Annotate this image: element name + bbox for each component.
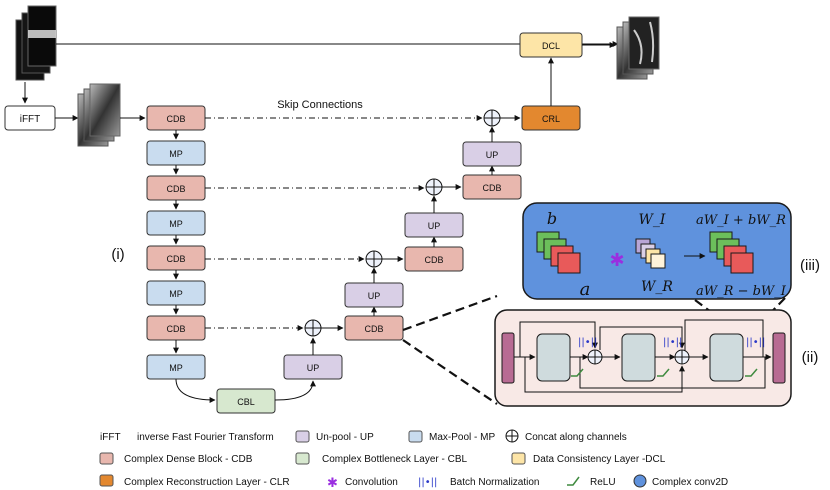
svg-text:CDB: CDB xyxy=(166,114,185,124)
batch-norm-icon: ||•|| xyxy=(578,337,597,348)
svg-text:MP: MP xyxy=(169,289,183,299)
reconstructed-output-image xyxy=(616,16,660,80)
svg-text:CDB: CDB xyxy=(166,324,185,334)
legend-relu: ReLU xyxy=(590,477,616,488)
legend-concat-icon xyxy=(505,429,519,443)
mp-block-3: MP xyxy=(146,280,206,306)
legend-cdb-swatch xyxy=(99,452,114,465)
ifft-block: iFFT xyxy=(4,105,56,131)
legend-complex-conv-swatch xyxy=(633,474,647,488)
cdb-block-dec1: CDB xyxy=(344,315,404,341)
cdb-block-dec3: CDB xyxy=(462,174,522,200)
relu-icon xyxy=(745,368,758,377)
svg-text:DCL: DCL xyxy=(542,41,560,51)
batch-norm-icon: ||•|| xyxy=(663,337,682,348)
mp-block-4: MP xyxy=(146,354,206,380)
svg-text:CDB: CDB xyxy=(364,324,383,334)
concat-node-2 xyxy=(365,250,383,268)
svg-text:MP: MP xyxy=(169,219,183,229)
legend-concat: Concat along channels xyxy=(525,432,627,443)
convolution-star-icon: ✱ xyxy=(609,250,624,271)
weight-wr-symbol: W_R xyxy=(641,279,673,295)
svg-text:CBL: CBL xyxy=(237,397,255,407)
svg-text:iFFT: iFFT xyxy=(20,114,41,125)
svg-text:UP: UP xyxy=(428,221,441,231)
section-label-ii: (ii) xyxy=(802,349,819,366)
legend-ifft-text: inverse Fast Fourier Transform xyxy=(137,432,274,443)
svg-text:CDB: CDB xyxy=(482,183,501,193)
legend-crl-swatch xyxy=(99,474,114,487)
output-real-formula: aW_I + bW_R xyxy=(696,213,786,228)
svg-text:CDB: CDB xyxy=(166,254,185,264)
legend-bn: Batch Normalization xyxy=(450,477,539,488)
concat-node-4 xyxy=(483,109,501,127)
up-block-2: UP xyxy=(344,282,404,308)
legend-ifft-key: iFFT xyxy=(100,432,121,443)
concat-node-1 xyxy=(304,319,322,337)
relu-icon xyxy=(657,368,670,377)
section-label-iii: (iii) xyxy=(800,257,820,274)
legend-dcl-swatch xyxy=(511,452,526,465)
output-imag-formula: aW_R − bW_I xyxy=(696,284,787,299)
legend-dcl: Data Consistency Layer -DCL xyxy=(533,454,666,465)
batch-norm-icon: ||•|| xyxy=(746,337,765,348)
weight-wi-symbol: W_I xyxy=(639,212,666,228)
legend-batch-norm-icon: ||•|| xyxy=(418,477,437,488)
svg-text:CDB: CDB xyxy=(166,184,185,194)
input-a-symbol: a xyxy=(580,279,591,300)
legend-cconv: Complex conv2D xyxy=(652,477,728,488)
mp-block-1: MP xyxy=(146,140,206,166)
concat-node-3 xyxy=(425,178,443,196)
svg-text:UP: UP xyxy=(368,291,381,301)
zero-filled-image xyxy=(77,83,121,147)
svg-text:MP: MP xyxy=(169,363,183,373)
legend-convolution-icon: ✱ xyxy=(327,476,338,490)
crl-block: CRL xyxy=(521,105,581,131)
cdb-block-enc3: CDB xyxy=(146,245,206,271)
svg-text:UP: UP xyxy=(486,150,499,160)
kspace-input-image xyxy=(15,5,57,81)
legend-maxpool: Max-Pool - MP xyxy=(429,432,495,443)
legend-conv: Convolution xyxy=(345,477,398,488)
svg-text:UP: UP xyxy=(307,363,320,373)
legend-unpool-swatch xyxy=(295,430,310,443)
up-block-4: UP xyxy=(462,141,522,167)
svg-text:MP: MP xyxy=(169,149,183,159)
skip-connections xyxy=(205,115,483,331)
legend: iFFT inverse Fast Fourier Transform Un-p… xyxy=(99,429,728,490)
cdb-block-enc4: CDB xyxy=(146,315,206,341)
cdb-block-enc1: CDB xyxy=(146,105,206,131)
cbl-block: CBL xyxy=(216,388,276,414)
input-b-symbol: b xyxy=(547,209,557,228)
up-block-3: UP xyxy=(404,212,464,238)
svg-text:CRL: CRL xyxy=(542,114,560,124)
dcl-block: DCL xyxy=(519,32,583,58)
section-label-i: (i) xyxy=(111,246,124,263)
dense-block-panel: ||•|| ||•|| ||•|| xyxy=(494,309,792,407)
legend-cbl-swatch xyxy=(295,452,310,465)
complex-conv-panel: b a ✱ W_I W_R aW_I + bW_R aW_R − bW_I xyxy=(522,202,792,300)
legend-crl: Complex Reconstruction Layer - CLR xyxy=(124,477,290,488)
cdb-block-dec2: CDB xyxy=(404,246,464,272)
cdb-block-enc2: CDB xyxy=(146,175,206,201)
legend-cbl: Complex Bottleneck Layer - CBL xyxy=(322,454,468,465)
up-block-1: UP xyxy=(283,354,343,380)
legend-cdb: Complex Dense Block - CDB xyxy=(124,454,253,465)
svg-text:CDB: CDB xyxy=(424,255,443,265)
skip-connections-label: Skip Connections xyxy=(277,99,363,111)
legend-maxpool-swatch xyxy=(408,430,423,443)
legend-unpool: Un-pool - UP xyxy=(316,432,374,443)
mp-block-2: MP xyxy=(146,210,206,236)
legend-relu-icon xyxy=(567,476,580,486)
relu-icon xyxy=(571,368,584,377)
